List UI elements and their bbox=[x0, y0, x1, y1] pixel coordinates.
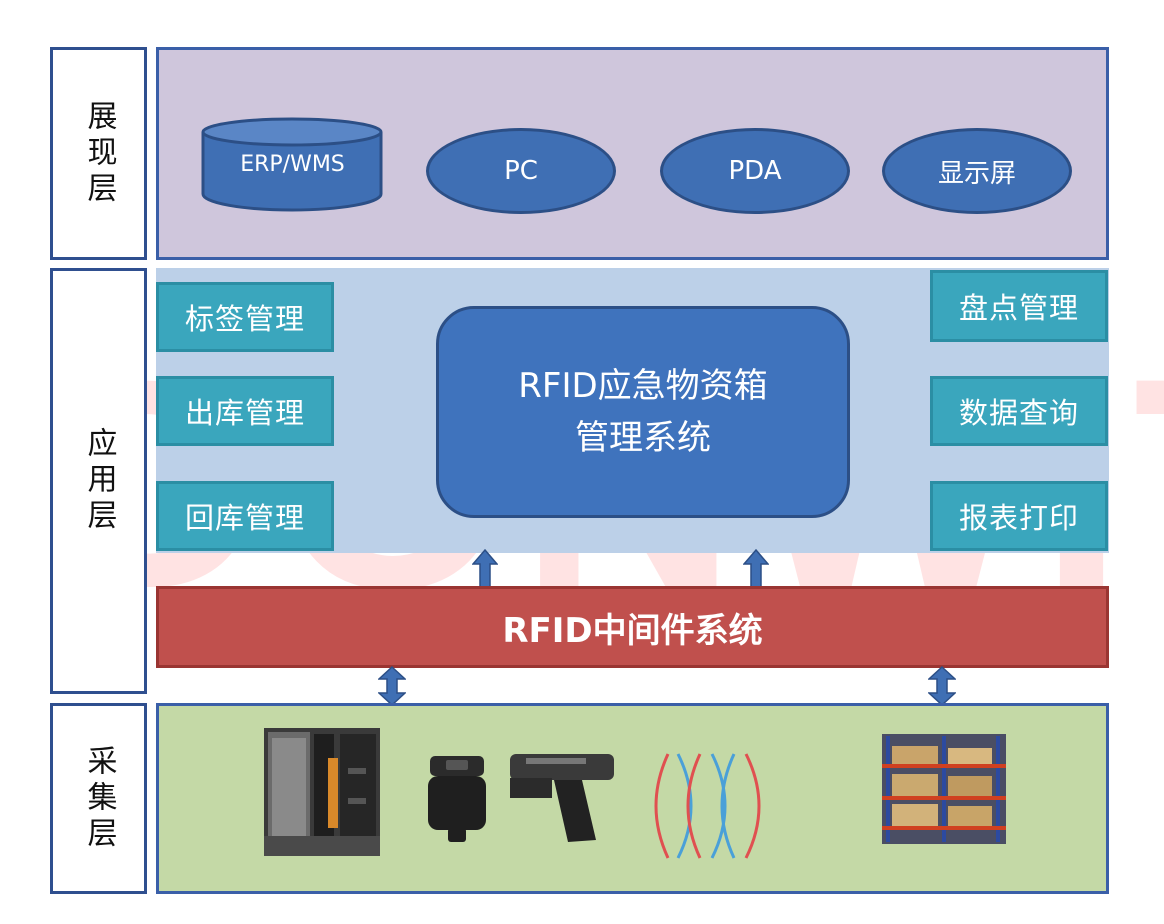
module-return-management: 回库管理 bbox=[156, 481, 334, 551]
layer-label-text: 采集层 bbox=[81, 744, 117, 853]
erp-wms-label: ERP/WMS bbox=[240, 152, 345, 177]
database-icon bbox=[201, 117, 383, 212]
core-system-box: RFID应急物资箱 管理系统 bbox=[436, 306, 850, 518]
module-report-print: 报表打印 bbox=[930, 481, 1108, 551]
module-data-query: 数据查询 bbox=[930, 376, 1108, 446]
module-outbound-management: 出库管理 bbox=[156, 376, 334, 446]
layer-label-application: 应用层 bbox=[50, 268, 147, 694]
warehouse-shelves-image bbox=[882, 734, 1006, 844]
up-arrow-icon bbox=[743, 548, 769, 589]
double-arrow-icon bbox=[378, 666, 406, 706]
rfid-handheld-reader-image bbox=[426, 750, 616, 846]
core-title-line1: RFID应急物资箱 bbox=[518, 366, 768, 406]
erp-wms-database: ERP/WMS bbox=[200, 116, 385, 212]
rfid-cabinet-image bbox=[264, 728, 380, 856]
pc-ellipse: PC bbox=[426, 128, 616, 214]
layer-label-text: 应用层 bbox=[81, 427, 117, 535]
rfid-signal-waves-image bbox=[648, 750, 774, 862]
up-arrow-icon bbox=[472, 548, 498, 589]
layer-label-text: 展现层 bbox=[81, 99, 117, 208]
layer-label-collection: 采集层 bbox=[50, 703, 147, 894]
module-label-management: 标签管理 bbox=[156, 282, 334, 352]
display-screen-ellipse: 显示屏 bbox=[882, 128, 1072, 214]
core-title-line2: 管理系统 bbox=[575, 418, 711, 458]
module-inventory-management: 盘点管理 bbox=[930, 270, 1108, 342]
pda-ellipse: PDA bbox=[660, 128, 850, 214]
layer-label-presentation: 展现层 bbox=[50, 47, 147, 260]
middleware-bar: RFID中间件系统 bbox=[156, 586, 1109, 668]
double-arrow-icon bbox=[928, 666, 956, 706]
